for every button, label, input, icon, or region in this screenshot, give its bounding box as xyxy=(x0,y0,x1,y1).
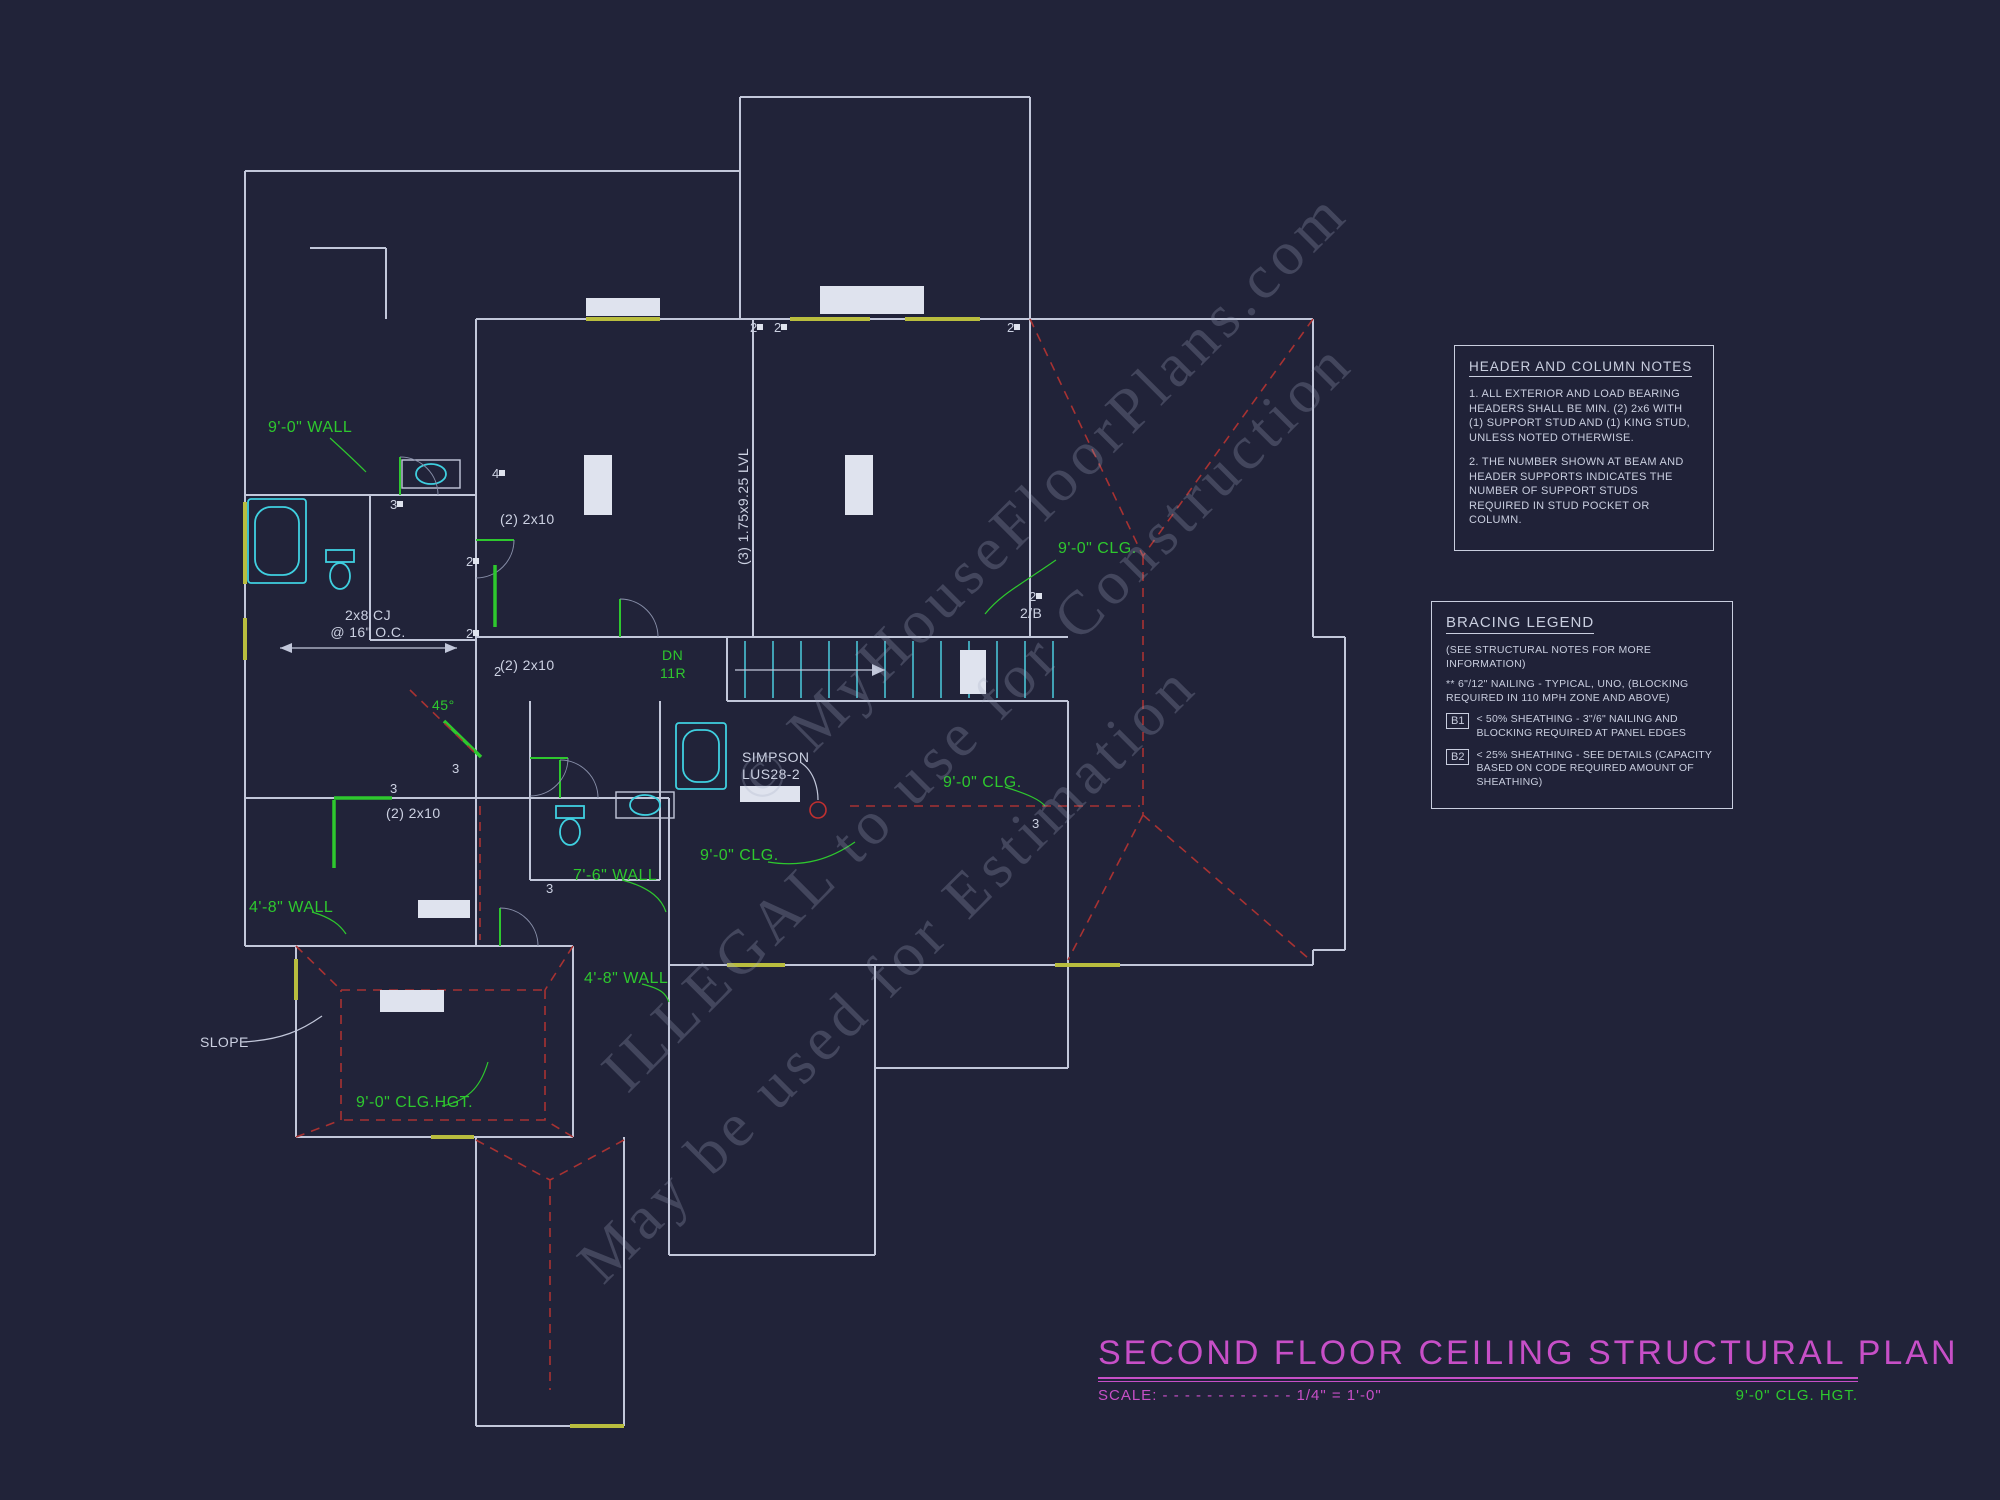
label-simpson-1: SIMPSON xyxy=(742,749,809,765)
bracing-legend-box: BRACING LEGEND (SEE STRUCTURAL NOTES FOR… xyxy=(1431,601,1733,809)
braced-wall-layer xyxy=(332,565,497,868)
stud-count: 2 xyxy=(1007,320,1014,335)
b2-tag: B2 xyxy=(1446,748,1470,765)
b2-text: < 25% SHEATHING - SEE DETAILS (CAPACITY … xyxy=(1476,748,1712,788)
label-45-deg: 45° xyxy=(432,697,455,713)
beam-tag-boxes xyxy=(380,286,1042,1012)
sink2-icon xyxy=(615,791,675,819)
label-2x10-a: (2) 2x10 xyxy=(500,511,555,527)
label-wall-4-8-b: 4'-8" WALL xyxy=(584,970,668,987)
header-notes-title: HEADER AND COLUMN NOTES xyxy=(1469,359,1693,377)
page-title: SECOND FLOOR CEILING STRUCTURAL PLAN xyxy=(1098,1334,1959,1372)
window-headers-layer xyxy=(243,317,1120,1428)
label-11r: 11R xyxy=(660,665,686,681)
bracing-row-b2: B2 < 25% SHEATHING - SEE DETAILS (CAPACI… xyxy=(1446,748,1718,790)
stud-count: 2 xyxy=(774,320,781,335)
scale-label: SCALE: xyxy=(1098,1387,1158,1404)
label-clg-9-0-c: 9'-0" CLG. xyxy=(700,847,779,864)
ceiling-break-layer xyxy=(295,318,1314,1390)
stud-count: 4 xyxy=(492,466,499,481)
stud-count-labels: 4 3 2 2 2 2 2 2 2 3 3 3 3 xyxy=(390,320,1039,896)
label-cj-2: @ 16" O.C. xyxy=(330,624,405,640)
stud-count: 3 xyxy=(546,881,553,896)
white-labels: (2) 2x10 (2) 2x10 (2) 2x10 2x8 CJ @ 16" … xyxy=(200,448,1042,1050)
title-block: SECOND FLOOR CEILING STRUCTURAL PLAN SCA… xyxy=(1098,1334,1959,1404)
scale-value: 1/4" = 1'-0" xyxy=(1296,1387,1382,1404)
bathtub2-icon xyxy=(675,722,727,790)
stud-count: 3 xyxy=(1032,816,1039,831)
stairs xyxy=(735,641,1054,698)
scale-dashes: - - - - - - - - - - - - xyxy=(1162,1387,1292,1404)
toilet-icon xyxy=(325,549,355,590)
label-clg-9-0-a: 9'-0" CLG. xyxy=(1058,540,1137,557)
bracing-row-b1: B1 < 50% SHEATHING - 3"/6" NAILING AND B… xyxy=(1446,713,1718,740)
label-cj-1: 2x8 CJ xyxy=(345,607,391,623)
doors-layer xyxy=(399,456,659,947)
title-underline xyxy=(1098,1377,1858,1379)
label-wall-7-6: 7'-6" WALL xyxy=(573,867,657,884)
header-note-1: 1. ALL EXTERIOR AND LOAD BEARING HEADERS… xyxy=(1469,388,1690,444)
toilet2-icon xyxy=(555,805,585,846)
bathtub-icon xyxy=(247,498,307,584)
green-labels: 9'-0" WALL 9'-0" CLG. 9'-0" CLG. 9'-0" C… xyxy=(249,419,1137,1111)
sink-icon xyxy=(401,459,461,489)
stud-count: 2 xyxy=(466,554,473,569)
b1-text: < 50% SHEATHING - 3"/6" NAILING AND BLOC… xyxy=(1476,713,1687,740)
label-wall-4-8-a: 4'-8" WALL xyxy=(249,899,333,916)
leader-lines xyxy=(241,437,1057,1107)
label-wall-9-0: 9'-0" WALL xyxy=(268,419,352,436)
stud-count: 2 xyxy=(750,320,757,335)
header-note-2: 2. THE NUMBER SHOWN AT BEAM AND HEADER S… xyxy=(1469,456,1684,527)
label-2-b: 2/B xyxy=(1020,605,1042,621)
stud-count: 3 xyxy=(390,497,397,512)
label-clg-hgt-9-0: 9'-0" CLG.HGT. xyxy=(356,1094,473,1111)
label-2x10-c: (2) 2x10 xyxy=(386,805,441,821)
bracing-legend-title: BRACING LEGEND xyxy=(1446,614,1595,634)
scale-note: SCALE: - - - - - - - - - - - - 1/4" = 1'… xyxy=(1098,1387,1382,1404)
stud-count: 2 xyxy=(1029,589,1036,604)
label-2x10-b: (2) 2x10 xyxy=(500,657,555,673)
stud-count: 2 xyxy=(494,664,501,679)
bracing-legend-subtitle: (SEE STRUCTURAL NOTES FOR MORE INFORMATI… xyxy=(1446,644,1652,670)
ceiling-height-note: 9'-0" CLG. HGT. xyxy=(1735,1387,1858,1404)
b1-tag: B1 xyxy=(1446,713,1470,730)
stud-count: 2 xyxy=(466,626,473,641)
bracing-note-star: ** 6"/12" NAILING - TYPICAL, UNO, (BLOCK… xyxy=(1446,677,1689,704)
title-underline-2 xyxy=(1098,1381,1858,1382)
header-and-column-notes-box: HEADER AND COLUMN NOTES 1. ALL EXTERIOR … xyxy=(1454,345,1714,551)
label-dn: DN xyxy=(662,647,683,663)
stud-count: 3 xyxy=(390,781,397,796)
label-clg-9-0-b: 9'-0" CLG. xyxy=(943,774,1022,791)
stud-count: 3 xyxy=(452,761,459,776)
label-lvl: (3) 1.75x9.25 LVL xyxy=(735,448,751,565)
label-simpson-2: LUS28-2 xyxy=(742,766,800,782)
label-slope: SLOPE xyxy=(200,1034,249,1050)
